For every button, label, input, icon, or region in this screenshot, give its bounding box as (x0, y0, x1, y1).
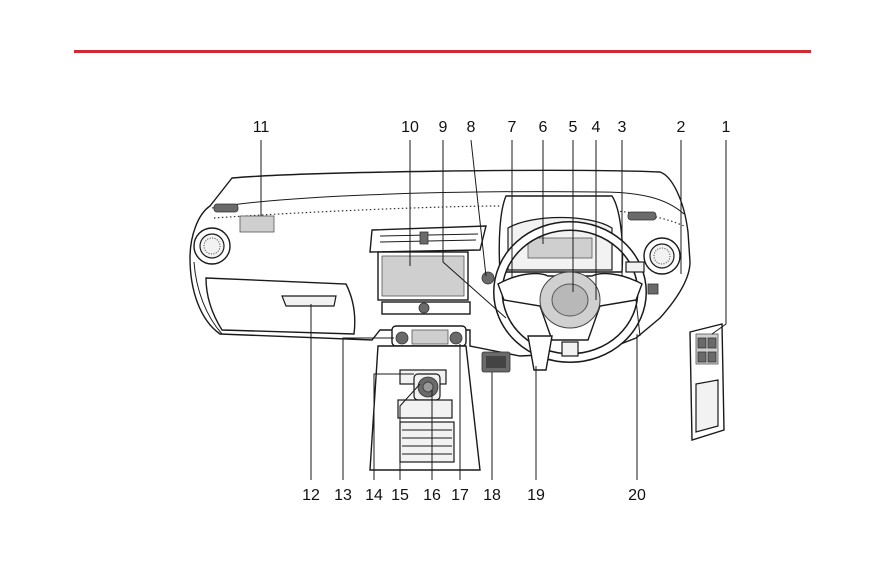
callout-8: 8 (467, 119, 476, 136)
callout-10: 10 (401, 119, 419, 136)
start-button (482, 272, 494, 284)
passenger-airbag-label (240, 216, 274, 232)
callout-6: 6 (539, 119, 548, 136)
callout-2: 2 (677, 119, 686, 136)
pedal (482, 352, 510, 372)
door-switch-panel (690, 324, 724, 440)
callout-15: 15 (391, 487, 409, 504)
callout-14: 14 (365, 487, 383, 504)
callout-18: 18 (483, 487, 501, 504)
callout-9: 9 (439, 119, 448, 136)
callout-5: 5 (569, 119, 578, 136)
callout-3: 3 (618, 119, 627, 136)
callout-11: 11 (253, 119, 270, 136)
callout-17: 17 (451, 487, 469, 504)
dashboard-illustration (190, 170, 724, 470)
callout-1: 1 (722, 119, 731, 136)
callout-7: 7 (508, 119, 517, 136)
callout-13: 13 (334, 487, 352, 504)
callout-19: 19 (527, 487, 545, 504)
infotainment-screen (378, 252, 468, 300)
callout-16: 16 (423, 487, 441, 504)
glovebox-handle (282, 296, 336, 306)
callout-12: 12 (302, 487, 320, 504)
climate-control-panel (392, 326, 466, 346)
callout-4: 4 (592, 119, 601, 136)
callout-20: 20 (628, 487, 646, 504)
cupholder-area (400, 422, 454, 462)
